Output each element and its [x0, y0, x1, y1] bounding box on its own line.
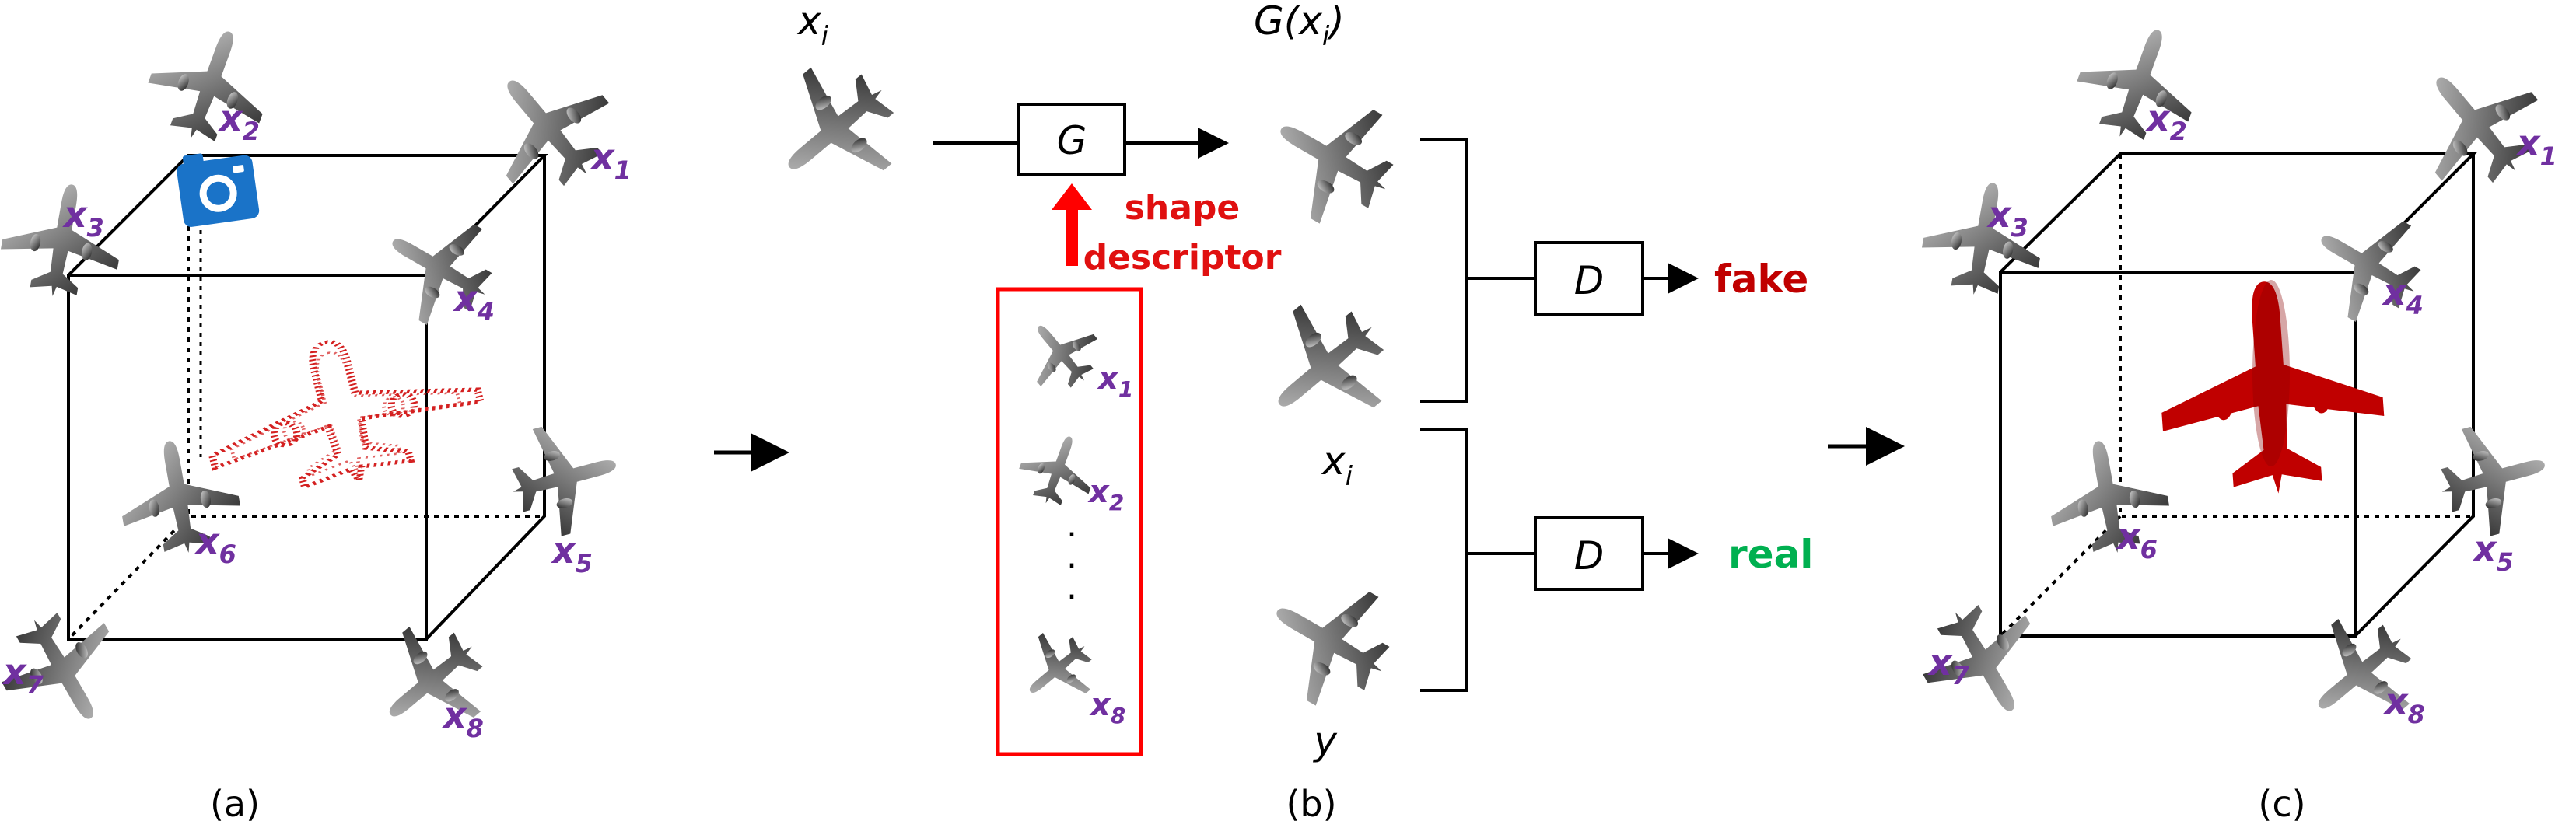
- panel-c: x1 x2 x3 x4 x5 x6 x7 x8 (c): [1904, 9, 2564, 825]
- descriptor-dot-3: .: [1066, 568, 1077, 607]
- view-plane-c-3: [1915, 173, 2052, 306]
- view-plane-c-2: [2063, 9, 2214, 157]
- mesh-shading: [2252, 280, 2290, 466]
- panel-b: xi G G(xi) shape descriptor x1 x2 x8 . .…: [749, 0, 1813, 825]
- descriptor-dot-2: .: [1066, 536, 1077, 576]
- cube-c-right: [2354, 154, 2475, 638]
- descriptor-view-label-8: x8: [1089, 687, 1125, 728]
- view-label-c-7: x7: [1927, 641, 1970, 690]
- view-label-c-3: x3: [1986, 194, 2028, 243]
- panel-a: x1 x2 x3 x4 x5 x6 x7 x8 (a): [0, 11, 635, 825]
- view-label-a-2: x2: [218, 97, 260, 146]
- view-label-a-1: x1: [590, 136, 632, 185]
- cube-a-top: [67, 154, 548, 277]
- view-plane-a-1: [460, 41, 635, 215]
- point-cloud-airplane: [192, 309, 492, 513]
- real-label: real: [1728, 532, 1813, 577]
- generator-box: [1017, 103, 1126, 176]
- bracket-fake: [1420, 138, 1535, 403]
- view-label-c-8: x8: [2383, 680, 2425, 729]
- fake-label: fake: [1714, 257, 1808, 302]
- bracket-real: [1420, 428, 1535, 692]
- input-plane: [749, 41, 922, 216]
- view-plane-c-5: [2427, 411, 2560, 546]
- view-label-c-1: x1: [2515, 122, 2557, 171]
- output-label: G(xi): [1254, 0, 1345, 52]
- descriptor-view-label-2: x2: [1087, 474, 1124, 515]
- view-label-a-7: x7: [2, 651, 44, 700]
- descriptor-view-label-1: x1: [1097, 361, 1133, 402]
- view-plane-a-2: [135, 11, 285, 159]
- descriptor-arrow: [1052, 183, 1092, 266]
- view-label-c-5: x5: [2472, 528, 2514, 577]
- descriptor-label-1: shape: [1125, 188, 1241, 228]
- view-label-c-4: x4: [2382, 271, 2424, 320]
- view-plane-a-8: [355, 604, 508, 757]
- caption-b: (b): [1286, 783, 1336, 825]
- caption-c: (c): [2258, 783, 2305, 825]
- generated-plane: [1249, 74, 1417, 244]
- discriminator-label-1: D: [1574, 258, 1605, 303]
- target-label: y: [1312, 718, 1338, 763]
- descriptor-plane-1: [1010, 302, 1113, 405]
- descriptor-label-2: descriptor: [1083, 238, 1282, 278]
- cube-c: [1999, 152, 2477, 638]
- view-label-a-6: x6: [194, 520, 236, 569]
- view-label-a-4: x4: [453, 278, 495, 327]
- view-label-a-5: x5: [551, 529, 593, 578]
- discriminator-label-2: D: [1574, 533, 1605, 578]
- discriminator-box-1: [1534, 241, 1644, 316]
- generator-label: G: [1057, 118, 1087, 163]
- descriptor-dot-1: .: [1066, 505, 1077, 545]
- input-label: xi: [796, 0, 829, 52]
- view-label-a-8: x8: [442, 694, 484, 743]
- view-label-c-6: x6: [2116, 515, 2158, 564]
- cube-c-top: [1999, 152, 2477, 274]
- view-plane-c-7: [1904, 582, 2063, 740]
- descriptor-box: [996, 287, 1143, 756]
- pair-plane: [1239, 278, 1412, 453]
- cube-c-hidden: [1999, 154, 2473, 638]
- target-plane: [1245, 556, 1413, 726]
- camera-icon: [177, 153, 260, 227]
- caption-a: (a): [210, 783, 260, 825]
- view-plane-a-5: [499, 411, 631, 546]
- cube-a-right: [425, 155, 546, 641]
- view-label-a-3: x3: [62, 194, 104, 243]
- pair-label: xi: [1321, 438, 1353, 492]
